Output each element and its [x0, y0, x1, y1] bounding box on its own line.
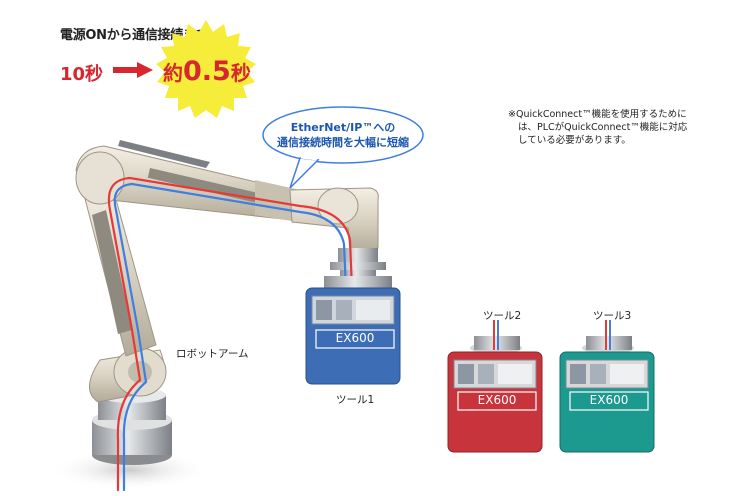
tool-1-module-label: EX600 [335, 331, 375, 345]
tool-2-label: ツール2 [483, 310, 522, 322]
tool-3-label: ツール3 [593, 310, 632, 322]
time-after-suffix: 秒 [230, 61, 251, 85]
tool-1-module [305, 276, 401, 385]
ethernet-cable [107, 176, 354, 492]
headline: 電源ONから通信接続まで [60, 28, 209, 43]
time-after-value: 0.5 [183, 56, 231, 87]
tool-3-module [559, 320, 655, 453]
callout-line-1: EtherNet/IP™への [290, 121, 396, 134]
time-before: 10秒 [60, 64, 104, 85]
callout-bubble [262, 106, 424, 189]
tool-2-module-label: EX600 [477, 393, 517, 407]
robot-wrist [289, 187, 386, 282]
footnote-line-3: している必要があります。 [518, 135, 631, 146]
tool-2-module [447, 320, 543, 453]
footnote-line-2: は、PLCがQuickConnect™機能に対応 [518, 122, 688, 133]
tool-3-module-label: EX600 [589, 393, 629, 407]
footnote: ※QuickConnect™機能を使用するために は、PLCがQuickConn… [508, 108, 712, 147]
callout-text: EtherNet/IP™への 通信接続時間を大幅に短縮 [268, 120, 418, 150]
starburst-highlight [156, 20, 256, 118]
time-after-prefix: 約 [163, 61, 183, 85]
callout-line-2: 通信接続時間を大幅に短縮 [277, 136, 409, 149]
right-arrow-icon [113, 62, 153, 78]
time-after: 約0.5秒 [163, 56, 251, 87]
robot-arm-label: ロボットアーム [176, 348, 249, 360]
tool-1-label: ツール1 [336, 394, 375, 406]
footnote-line-1: ※QuickConnect™機能を使用するために [508, 109, 687, 120]
